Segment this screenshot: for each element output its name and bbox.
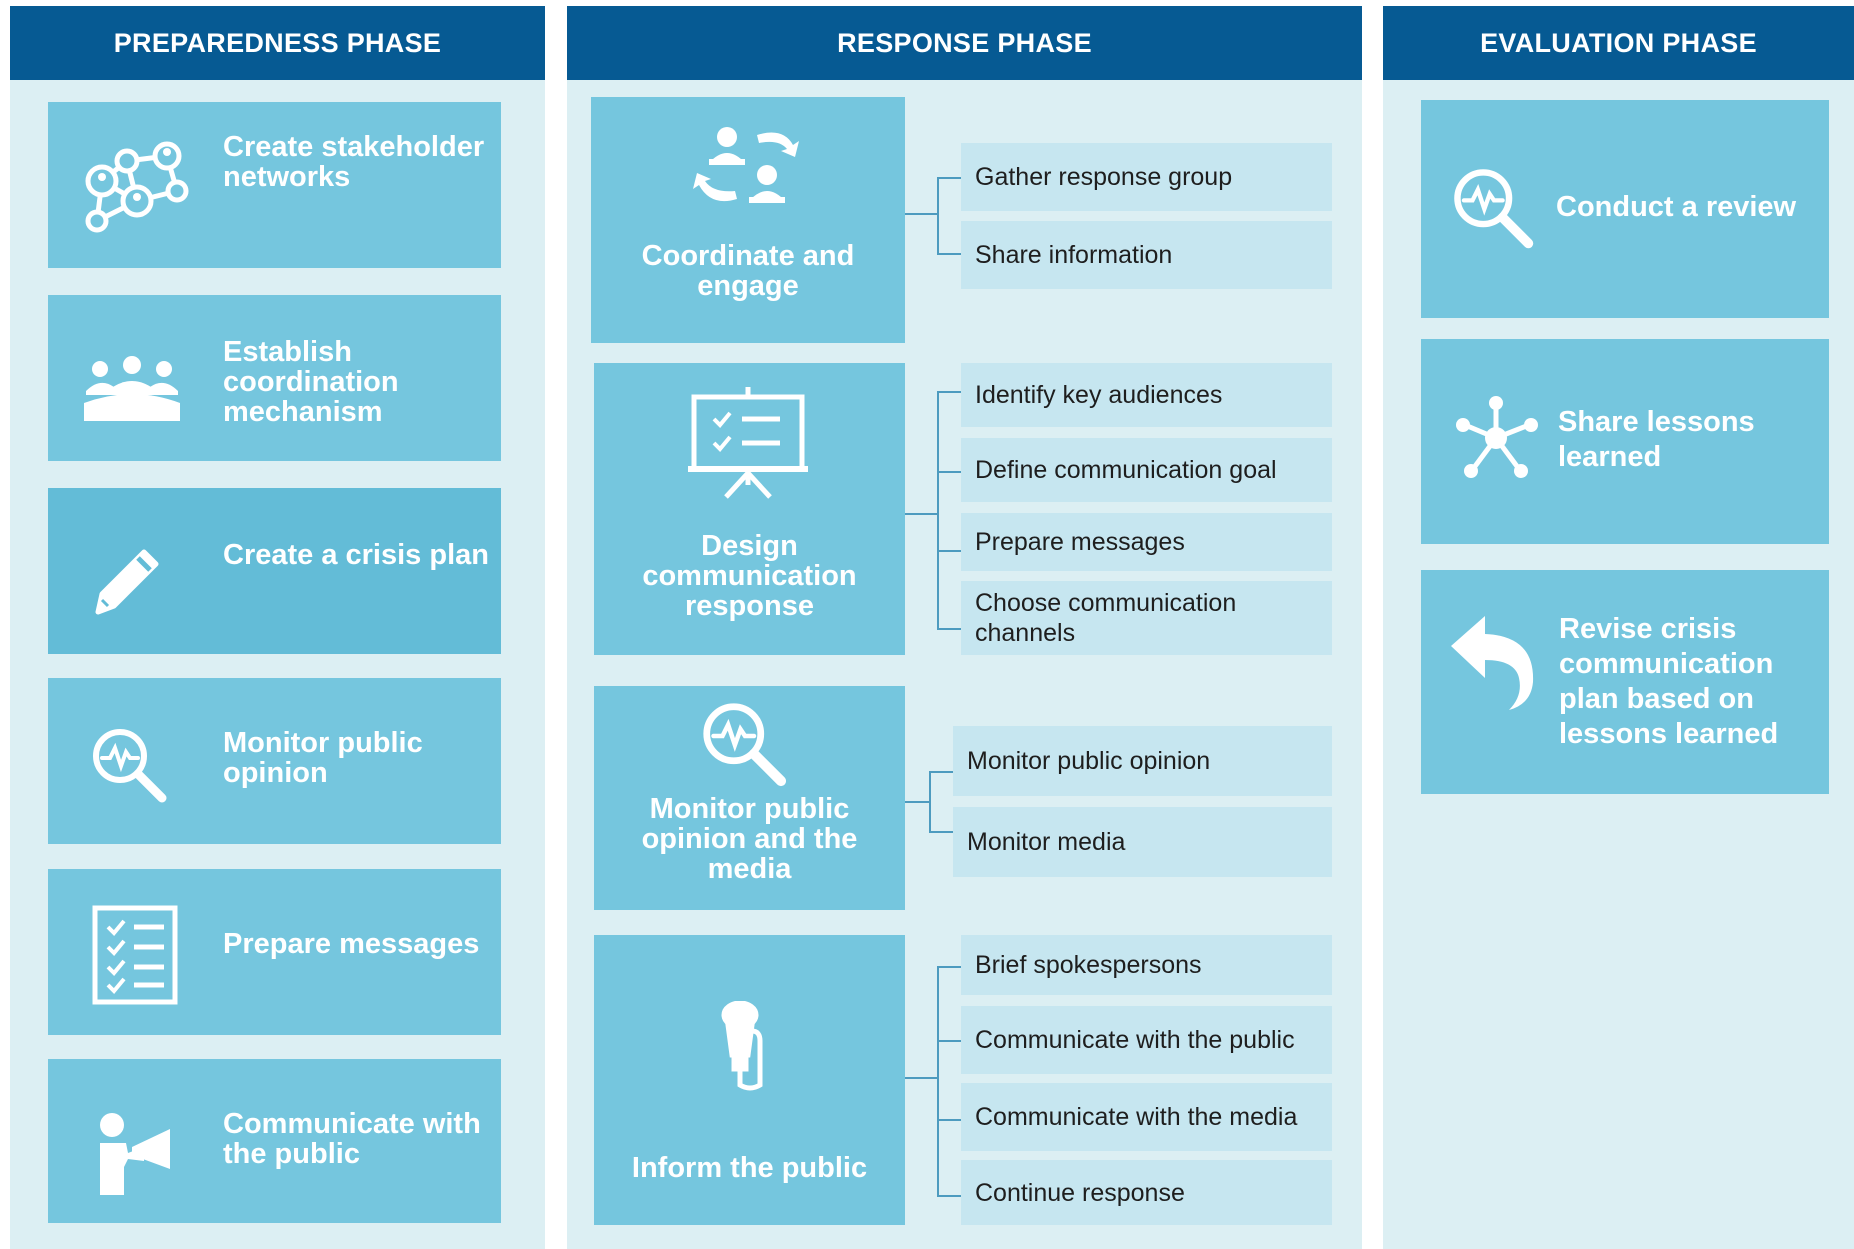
task-box: Choose communication channels [961, 581, 1332, 655]
magnifier-pulse-icon [700, 700, 790, 790]
task-box: Define communication goal [961, 438, 1332, 502]
connector-h [937, 1040, 961, 1042]
task-box: Prepare messages [961, 513, 1332, 571]
card-communicate-with-the-public: Communicate with the public [48, 1059, 501, 1223]
card-prepare-messages: Prepare messages [48, 869, 501, 1035]
connector-h [937, 1195, 961, 1197]
connector-h [905, 213, 937, 215]
people-exchange-icon [693, 123, 803, 207]
connector-h [905, 801, 929, 803]
card-monitor-public-opinion-and-the-media: Monitor public opinion and the media [594, 686, 905, 910]
evaluation-phase-header: EVALUATION PHASE [1383, 6, 1854, 80]
card-label: Create stakeholder networks [223, 131, 485, 193]
task-box: Continue response [961, 1160, 1332, 1225]
connector-h [929, 771, 953, 773]
card-monitor-public-opinion: Monitor public opinion [48, 678, 501, 844]
connector-h [937, 550, 961, 552]
connector-v [937, 391, 939, 629]
card-label: Monitor public opinion [223, 727, 423, 789]
card-share-lessons-learned: Share lessons learned [1421, 339, 1829, 544]
task-box: Gather response group [961, 143, 1332, 211]
magnifier-pulse-icon [1451, 166, 1537, 252]
connector-h [929, 831, 953, 833]
hub-network-icon [1453, 395, 1539, 481]
connector-h [937, 1119, 961, 1121]
preparedness-column [10, 80, 545, 1249]
network-icon [72, 136, 192, 236]
card-establish-coordination-mechanism: Establish coordination mechanism [48, 295, 501, 461]
microphone-icon [720, 1001, 772, 1091]
connector-h [905, 513, 937, 515]
card-inform-the-public: Inform the public [594, 935, 905, 1225]
return-arrow-icon [1451, 616, 1537, 710]
card-create-a-crisis-plan: Create a crisis plan [48, 488, 501, 654]
connector-h [937, 966, 961, 968]
connector-v [929, 771, 931, 833]
card-label: Revise crisis communication plan based o… [1559, 613, 1779, 750]
card-label: Communicate with the public [223, 1108, 481, 1170]
checklist-icon [92, 905, 178, 1005]
group-icon [84, 355, 180, 421]
task-box: Identify key audiences [961, 363, 1332, 427]
card-label: Establish coordination mechanism [223, 336, 399, 428]
card-revise-crisis-communication-plan: Revise crisis communication plan based o… [1421, 570, 1829, 794]
task-box: Share information [961, 221, 1332, 289]
card-label: Prepare messages [223, 928, 480, 960]
group-label: Monitor public opinion and the media [641, 793, 858, 885]
card-coordinate-and-engage: Coordinate and engage [591, 97, 905, 343]
connector-h [905, 1077, 937, 1079]
connector-v [937, 177, 939, 254]
group-label: Design communication response [642, 530, 857, 622]
magnifier-pulse-icon [90, 726, 170, 806]
connector-h [937, 177, 961, 179]
task-box: Communicate with the media [961, 1083, 1332, 1151]
pencil-icon [92, 542, 168, 618]
response-phase-header: RESPONSE PHASE [567, 6, 1362, 80]
card-label: Conduct a review [1556, 191, 1797, 223]
connector-v [937, 966, 939, 1196]
presentation-board-icon [688, 387, 808, 499]
connector-h [937, 391, 961, 393]
group-label: Coordinate and engage [641, 240, 855, 302]
preparedness-phase-header: PREPAREDNESS PHASE [10, 6, 545, 80]
connector-h [937, 471, 961, 473]
connector-h [937, 253, 961, 255]
card-conduct-a-review: Conduct a review [1421, 100, 1829, 318]
card-design-communication-response: Design communication response [594, 363, 905, 655]
task-box: Brief spokespersons [961, 935, 1332, 995]
task-box: Communicate with the public [961, 1006, 1332, 1074]
card-create-stakeholder-networks: Create stakeholder networks [48, 102, 501, 268]
card-label: Create a crisis plan [223, 539, 489, 571]
task-box: Monitor media [953, 807, 1332, 877]
group-label: Inform the public [631, 1152, 868, 1184]
card-label: Share lessons learned [1558, 406, 1755, 473]
megaphone-person-icon [98, 1111, 174, 1195]
task-box: Monitor public opinion [953, 726, 1332, 796]
connector-h [937, 628, 961, 630]
